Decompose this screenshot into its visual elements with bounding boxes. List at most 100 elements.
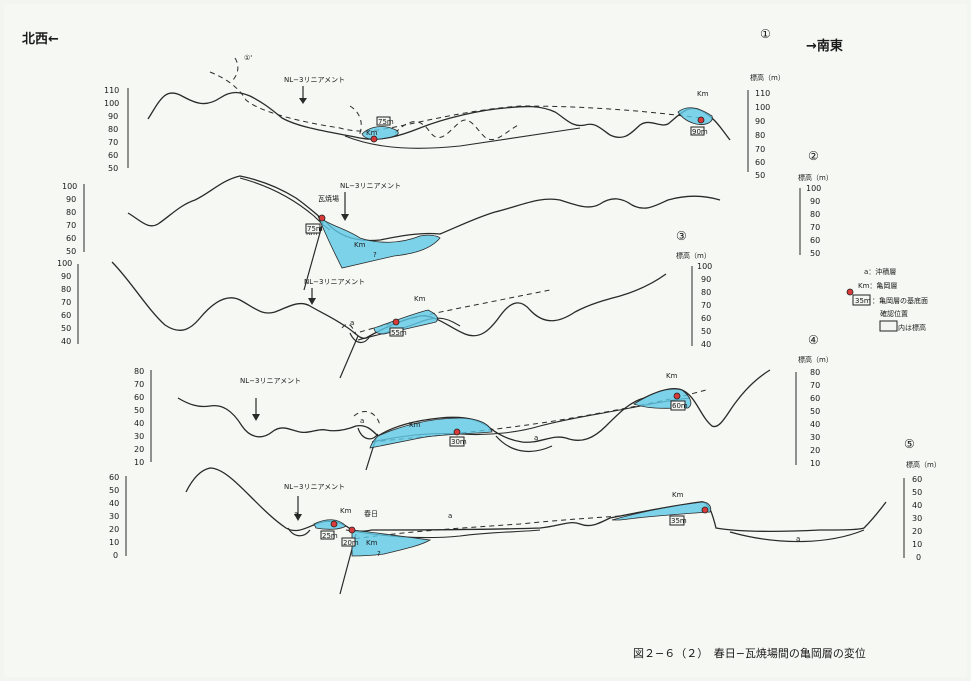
tick-label: 60 <box>912 475 922 484</box>
direction-southeast: →南東 <box>806 38 843 54</box>
section-2: ② NL−3リニアメント 瓦焼場 標高（m） Km Km ? 75m 100 9… <box>62 149 833 291</box>
section-5-axis-unit: 標高（m） <box>906 460 941 469</box>
section-5-question: ? <box>377 550 381 558</box>
tick-label: 90 <box>66 195 76 204</box>
tick-label: 40 <box>61 337 71 346</box>
tick-label: 60 <box>109 473 119 482</box>
tick-label: 10 <box>134 458 144 467</box>
section-1-base-point-east <box>697 116 705 124</box>
legend-base-surface: ：亀岡層の基底面 <box>872 296 928 305</box>
section-5-a-channel-west <box>287 527 311 537</box>
section-4-elev-label-east: 60m <box>672 402 688 410</box>
section-4-elev-label-west: 30m <box>451 438 467 446</box>
section-1-base-line <box>344 127 581 149</box>
section-5-arrow-head <box>294 514 302 521</box>
section-1-number: ① <box>760 27 771 41</box>
section-5-a-label-east: a <box>796 535 800 543</box>
section-3-arrow-head <box>308 298 316 305</box>
tick-label: 50 <box>810 407 820 416</box>
tick-label: 80 <box>108 125 118 134</box>
section-2-axis-unit: 標高（m） <box>798 173 833 182</box>
section-2-km-layer <box>317 215 441 269</box>
tick-label: 70 <box>108 138 118 147</box>
tick-label: 70 <box>810 381 820 390</box>
section-3-number: ③ <box>676 229 687 243</box>
section-1-ground-line <box>147 91 731 141</box>
section-2-number: ② <box>808 149 819 163</box>
tick-label: 30 <box>810 433 820 442</box>
section-5-elev-box-1 <box>320 530 335 540</box>
section-4-dashed-fault <box>353 411 381 427</box>
section-5-a-channel-east <box>729 529 865 543</box>
section-3-km-label: Km <box>414 295 426 303</box>
section-5-a-label-west: a <box>294 510 298 518</box>
tick-label: 110 <box>755 89 770 98</box>
tick-label: 90 <box>755 117 765 126</box>
section-4-arrow-head <box>252 414 260 421</box>
section-5-a-label-mid: a <box>448 512 452 520</box>
section-5-km-label-east: Km <box>672 491 684 499</box>
tick-label: 70 <box>810 223 820 232</box>
tick-label: 10 <box>109 538 119 547</box>
tick-label: 40 <box>912 501 922 510</box>
section-3: ③ NL−3リニアメント 標高（m） Km a 55m 100 90 80 70… <box>57 229 712 379</box>
section-5-elev-label-1: 25m <box>322 532 338 540</box>
section-5-base-point-2 <box>348 526 356 534</box>
section-1-dashed-wave <box>394 119 521 140</box>
section-5-km-label-west: Km <box>340 507 352 515</box>
legend-elev-note: 内は標高 <box>898 323 926 332</box>
section-1-prime-mark: ①' <box>244 54 252 62</box>
section-5-right-ticks: 60 50 40 30 20 10 0 <box>912 475 922 562</box>
section-4-km-label-west: Km <box>409 421 421 429</box>
section-2-base-point <box>318 214 326 222</box>
tick-label: 80 <box>810 210 820 219</box>
section-5-km-layer-east <box>611 501 712 521</box>
section-3-fault <box>339 335 359 379</box>
section-4-a-channel <box>495 435 553 453</box>
figure-caption: 図２−６（２） 春日−瓦焼場間の亀岡層の変位 <box>633 646 866 660</box>
section-3-a-label: a <box>350 319 354 327</box>
tick-label: 40 <box>109 499 119 508</box>
section-5-km-layer-west <box>313 519 347 530</box>
tick-label: 40 <box>701 340 711 349</box>
tick-label: 30 <box>109 512 119 521</box>
section-3-base-point <box>392 318 400 326</box>
section-1-prime-dashed <box>232 57 239 81</box>
section-4-km-label-east: Km <box>666 372 678 380</box>
tick-label: 100 <box>755 103 770 112</box>
section-4-elev-box-west <box>449 436 465 447</box>
legend-base-point-symbol <box>846 288 854 296</box>
section-5-ground-line <box>185 467 887 532</box>
tick-label: 10 <box>912 540 922 549</box>
section-2-right-ticks: 100 90 80 70 60 50 <box>806 184 821 258</box>
section-1-elev-box-east <box>690 126 705 136</box>
tick-label: 20 <box>134 445 144 454</box>
section-1-right-ticks: 110 100 90 80 70 60 50 <box>755 89 770 180</box>
tick-label: 50 <box>61 324 71 333</box>
tick-label: 70 <box>755 145 765 154</box>
tick-label: 10 <box>810 459 820 468</box>
tick-label: 100 <box>57 259 72 268</box>
section-5: ⑤ NL−3リニアメント 春日 標高（m） Km Km Km a a a ? 2… <box>109 437 941 595</box>
tick-label: 60 <box>810 394 820 403</box>
section-5-km-label-mid: Km <box>366 539 378 547</box>
tick-label: 20 <box>810 446 820 455</box>
section-3-left-ticks: 100 90 80 70 60 50 40 <box>57 259 72 346</box>
section-3-axis-unit: 標高（m） <box>676 251 711 260</box>
section-1-km-label-west: Km <box>366 129 378 137</box>
section-4-km-layer-west <box>369 417 493 449</box>
section-3-a-channel <box>349 332 371 343</box>
section-4-base-point-west <box>453 428 461 436</box>
section-2-ground-line <box>127 175 721 242</box>
tick-label: 50 <box>912 488 922 497</box>
tick-label: 70 <box>134 380 144 389</box>
section-2-question: ? <box>373 251 377 259</box>
tick-label: 90 <box>810 197 820 206</box>
tick-label: 60 <box>701 314 711 323</box>
section-4-a-label-east: a <box>534 434 538 442</box>
section-1-elev-label-west: 75m <box>378 118 394 126</box>
section-5-lineament-label: NL−3リニアメント <box>284 483 345 491</box>
section-4: ④ NL−3リニアメント 標高（m） Km Km a a 30m 60m 80 … <box>134 333 833 471</box>
tick-label: 80 <box>66 208 76 217</box>
